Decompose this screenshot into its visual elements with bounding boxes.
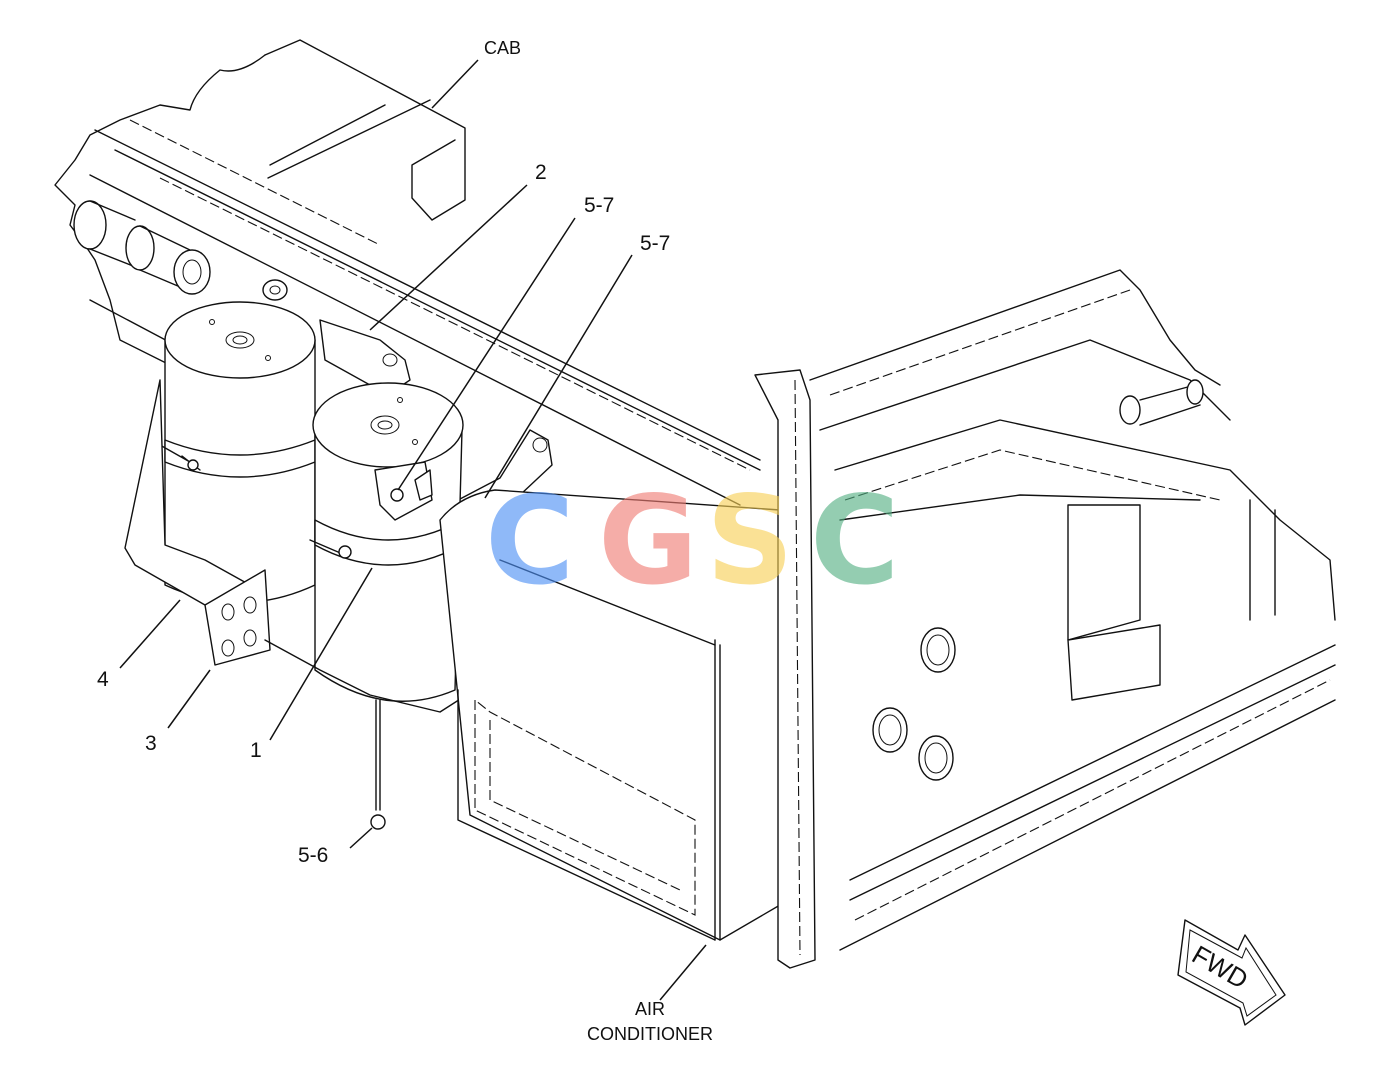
- watermark-letter-g: G: [598, 470, 698, 612]
- callout-4: 4: [97, 668, 109, 691]
- watermark-logo: C G S C: [485, 470, 900, 612]
- watermark-letter-c2: C: [810, 470, 900, 612]
- callout-5-6: 5-6: [298, 844, 328, 867]
- reservoir-right-drawing: [264, 382, 491, 830]
- callout-5-7-a: 5-7: [584, 194, 614, 217]
- watermark-letter-c1: C: [485, 470, 575, 612]
- fwd-arrow-icon: FWD: [1177, 919, 1286, 1026]
- reservoir-left-drawing: [124, 301, 316, 666]
- callout-5-7-b: 5-7: [640, 232, 670, 255]
- label-conditioner: CONDITIONER: [587, 1024, 713, 1044]
- callout-3: 3: [145, 732, 157, 755]
- label-cab: CAB: [484, 38, 521, 58]
- right-frame-drawing: [754, 269, 1336, 969]
- watermark-letter-s: S: [706, 470, 794, 612]
- callout-1: 1: [250, 739, 262, 762]
- cab-frame-drawing: [54, 39, 761, 506]
- air-conditioner-drawing: [439, 489, 781, 941]
- label-air: AIR: [635, 999, 665, 1019]
- leader-lines: [119, 59, 707, 1001]
- callout-2: 2: [535, 161, 547, 184]
